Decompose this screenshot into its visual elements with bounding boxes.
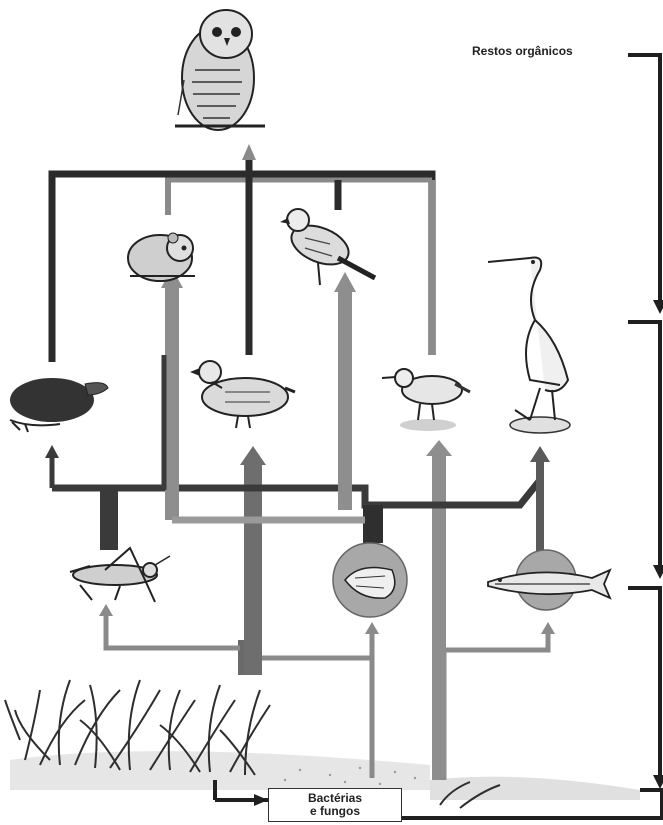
- owl-icon: [175, 10, 265, 130]
- decomposition-arrowheads: [254, 300, 663, 806]
- rodent-icon: [128, 233, 195, 281]
- consumer-flows: [45, 268, 550, 565]
- crustacean-icon: [333, 543, 407, 617]
- organic-remains-label: Restos orgânicos: [472, 44, 573, 58]
- grasshopper-icon: [70, 548, 170, 602]
- songbird-icon: [280, 209, 375, 285]
- fish-icon: [488, 550, 610, 610]
- heron-icon: [488, 258, 570, 434]
- decomposers-label-line2: e fungos: [310, 805, 360, 818]
- sandpiper-icon: [382, 369, 470, 431]
- decomposers-box: Bactérias e fungos: [268, 788, 402, 822]
- predator-flows: [52, 144, 432, 362]
- mole-icon: [10, 378, 108, 432]
- duck-icon: [190, 361, 295, 428]
